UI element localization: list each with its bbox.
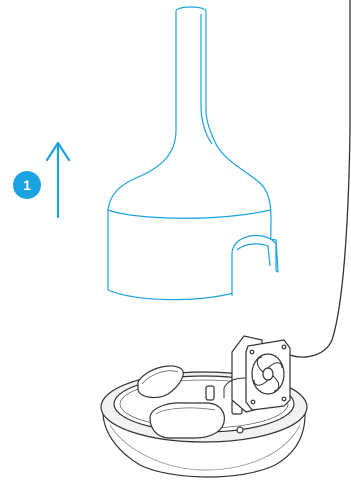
power-cable [290,0,350,357]
up-arrow-icon [47,143,69,217]
fan-hole-2 [282,345,286,349]
step-badge: 1 [13,171,41,199]
base-connector-1 [206,386,214,400]
fan-hub [263,368,273,380]
step-number: 1 [23,177,31,193]
humidifier-cover [108,7,278,300]
base-screw [237,427,243,433]
fan-hole-4 [282,397,286,401]
fan-icon [224,336,290,412]
fan-hole-1 [250,350,254,354]
fan-hole-3 [251,400,255,404]
